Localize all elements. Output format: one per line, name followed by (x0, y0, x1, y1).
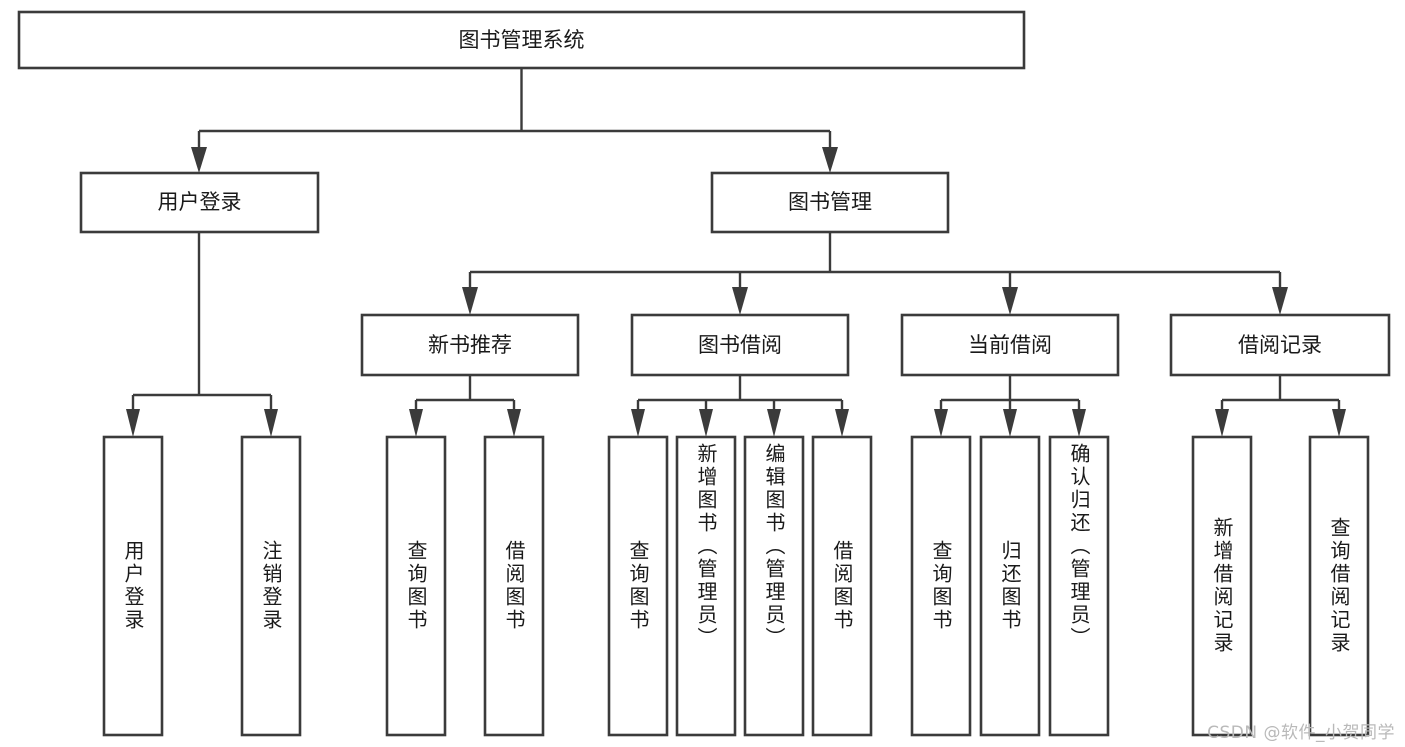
node-new-book-rec[interactable] (360, 313, 580, 377)
node-leaf-query-record[interactable] (1308, 435, 1370, 737)
node-root-label: 图书管理系统 (459, 28, 585, 52)
arrow-head-new-book-rec (462, 287, 478, 315)
arrow-head-leaf-add-book (699, 409, 713, 437)
arrow-head-leaf-borrow-book-2 (835, 409, 849, 437)
arrow-head-user-login (191, 147, 207, 173)
node-book-borrow-label: 图书借阅 (698, 333, 782, 357)
node-borrow-record[interactable] (1169, 313, 1391, 377)
arrow-head-book-mgmt (822, 147, 838, 173)
arrow-head-leaf-user-login (126, 409, 140, 437)
node-leaf-return-book[interactable] (979, 435, 1041, 737)
node-leaf-add-book[interactable] (675, 435, 737, 737)
node-leaf-query-book-2[interactable] (607, 435, 669, 737)
node-new-book-rec-label: 新书推荐 (428, 333, 512, 357)
node-borrow-record-label: 借阅记录 (1238, 333, 1322, 357)
arrow-head-leaf-logout-login (264, 409, 278, 437)
node-book-mgmt[interactable] (710, 171, 950, 234)
node-leaf-borrow-book-2[interactable] (811, 435, 873, 737)
node-leaf-query-book-1[interactable] (385, 435, 447, 737)
node-root[interactable] (17, 10, 1026, 70)
node-user-login-label: 用户登录 (158, 190, 242, 214)
arrow-head-leaf-add-record (1215, 409, 1229, 437)
node-book-borrow[interactable] (630, 313, 850, 377)
arrow-head-leaf-borrow-book-1 (507, 409, 521, 437)
arrow-head-leaf-return-book (1003, 409, 1017, 437)
node-layer: 图书管理系统 用户登录 图书管理 新书推荐 图书借阅 当前借阅 借阅记录 (17, 10, 1391, 737)
node-user-login[interactable] (79, 171, 320, 234)
arrow-head-book-borrow (732, 287, 748, 315)
node-leaf-query-book-3[interactable] (910, 435, 972, 737)
node-book-mgmt-label: 图书管理 (788, 190, 872, 214)
arrow-head-leaf-query-record (1332, 409, 1346, 437)
connector-layer (126, 68, 1346, 437)
arrow-head-current-borrow (1002, 287, 1018, 315)
arrow-head-leaf-edit-book (767, 409, 781, 437)
arrow-head-leaf-query-book-3 (934, 409, 948, 437)
node-leaf-confirm-return[interactable] (1048, 435, 1110, 737)
csdn-watermark: CSDN @软件_小贺同学 (1207, 723, 1395, 743)
node-leaf-logout-login[interactable] (240, 435, 302, 737)
arrow-head-borrow-record (1272, 287, 1288, 315)
node-leaf-add-record[interactable] (1191, 435, 1253, 737)
node-leaf-user-login[interactable] (102, 435, 164, 737)
arrow-head-leaf-confirm-return (1072, 409, 1086, 437)
node-current-borrow[interactable] (900, 313, 1120, 377)
node-current-borrow-label: 当前借阅 (968, 333, 1052, 357)
arrow-head-leaf-query-book-1 (409, 409, 423, 437)
arrow-head-leaf-query-book-2 (631, 409, 645, 437)
node-leaf-borrow-book-1[interactable] (483, 435, 545, 737)
node-leaf-edit-book[interactable] (743, 435, 805, 737)
